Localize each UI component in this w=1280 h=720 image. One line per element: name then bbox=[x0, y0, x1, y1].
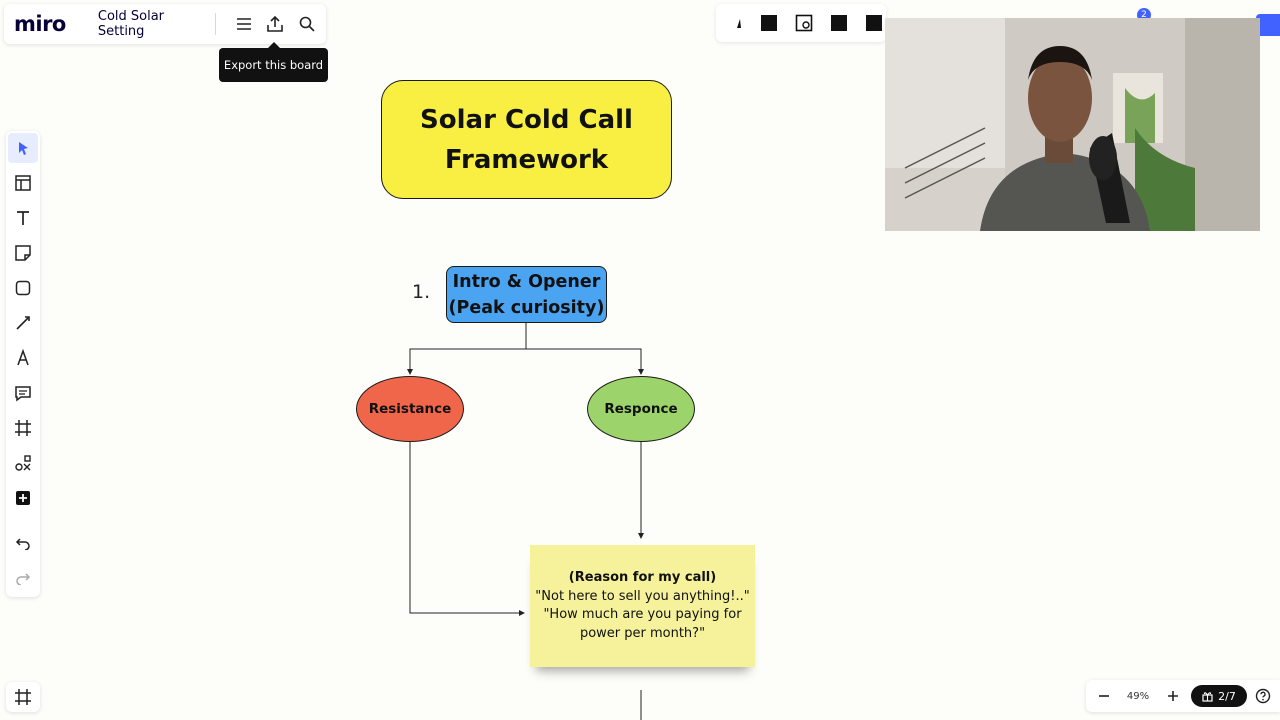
text-icon[interactable] bbox=[8, 203, 38, 233]
reaction-icon[interactable] bbox=[730, 14, 748, 32]
collaboration-toolbar bbox=[716, 4, 886, 42]
menu-icon[interactable] bbox=[231, 9, 257, 39]
search-icon[interactable] bbox=[294, 9, 320, 39]
divider bbox=[214, 13, 216, 35]
zoom-level[interactable]: 49% bbox=[1126, 690, 1150, 702]
export-tooltip: Export this board bbox=[219, 42, 328, 82]
step-number[interactable]: 1. bbox=[412, 281, 431, 303]
note-line-2: "How much are you paying for power per m… bbox=[543, 607, 742, 641]
help-icon[interactable] bbox=[1252, 680, 1274, 712]
board-name[interactable]: Cold Solar Setting bbox=[97, 9, 165, 39]
title-sticky[interactable]: Solar Cold Call Framework bbox=[381, 80, 672, 199]
vote-icon[interactable] bbox=[830, 14, 848, 32]
pen-icon[interactable] bbox=[8, 308, 38, 338]
shape-icon[interactable] bbox=[8, 273, 38, 303]
templates-icon[interactable] bbox=[8, 168, 38, 198]
share-button[interactable] bbox=[1256, 14, 1280, 36]
zoom-controls: 49% 2/7 bbox=[1086, 680, 1280, 712]
responce-shape[interactable]: Responce bbox=[587, 376, 695, 442]
pages-count: 2/7 bbox=[1218, 689, 1236, 703]
undo-icon[interactable] bbox=[8, 528, 38, 558]
miro-logo[interactable]: miro bbox=[14, 12, 66, 36]
left-toolbar bbox=[6, 131, 40, 597]
top-bar: miro Cold Solar Setting bbox=[4, 4, 326, 44]
sticky-note-icon[interactable] bbox=[8, 238, 38, 268]
pages-button[interactable]: 2/7 bbox=[1191, 685, 1247, 707]
frame-list-icon bbox=[15, 689, 31, 705]
connector-resistance-to-note bbox=[409, 442, 525, 616]
present-icon[interactable] bbox=[865, 14, 883, 32]
frames-panel-button[interactable] bbox=[6, 682, 40, 712]
redo-icon[interactable] bbox=[8, 563, 38, 593]
zoom-in-icon[interactable] bbox=[1163, 680, 1183, 712]
presenter-video bbox=[885, 18, 1260, 231]
timer-icon[interactable] bbox=[795, 14, 813, 32]
marker-icon[interactable] bbox=[8, 343, 38, 373]
export-icon[interactable] bbox=[262, 9, 288, 39]
connector-to-responce bbox=[526, 348, 644, 375]
note-title: (Reason for my call) bbox=[568, 570, 717, 585]
cursor-icon[interactable] bbox=[8, 133, 38, 163]
add-icon[interactable] bbox=[8, 483, 38, 513]
note-line-1: "Not here to sell you anything!.." bbox=[535, 588, 750, 604]
resistance-shape[interactable]: Resistance bbox=[356, 376, 464, 442]
webcam-overlay bbox=[885, 18, 1260, 231]
apps-icon[interactable] bbox=[760, 14, 778, 32]
frame-icon[interactable] bbox=[8, 413, 38, 443]
reason-sticky-note[interactable]: (Reason for my call) "Not here to sell y… bbox=[530, 545, 755, 667]
more-tools-icon[interactable] bbox=[8, 448, 38, 478]
comment-icon[interactable] bbox=[8, 378, 38, 408]
connector-to-resistance bbox=[407, 348, 526, 375]
zoom-out-icon[interactable] bbox=[1094, 680, 1114, 712]
intro-opener-shape[interactable]: Intro & Opener (Peak curiosity) bbox=[446, 266, 607, 323]
gift-icon bbox=[1202, 691, 1213, 702]
